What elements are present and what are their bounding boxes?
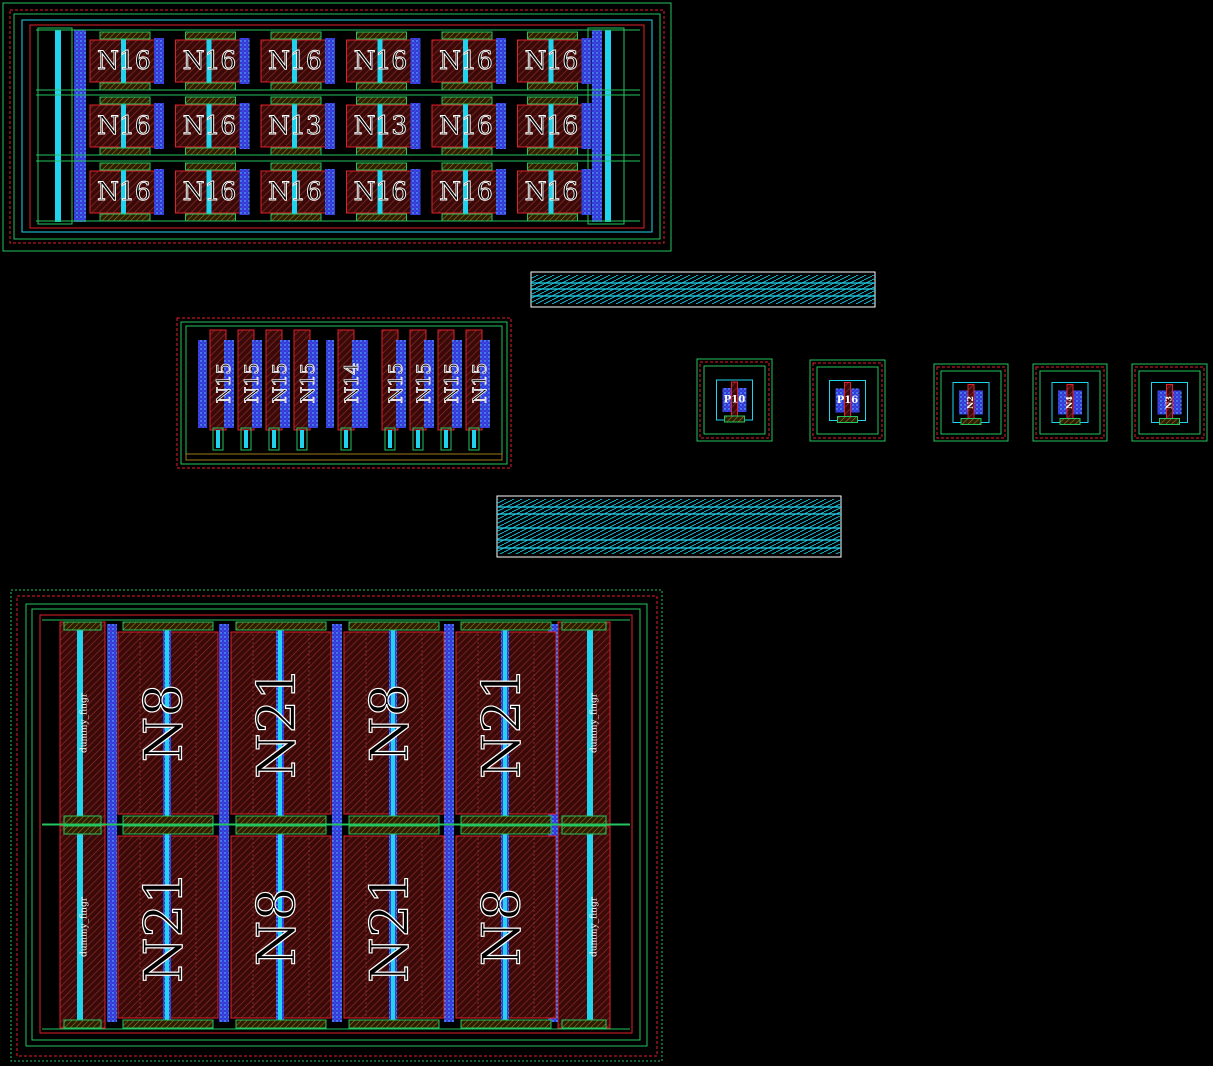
top-device-label: N16 [268, 177, 322, 206]
middle-device-label: N15 [385, 363, 407, 404]
small-cell-label: N4 [1064, 396, 1074, 409]
middle-device-label: N14 [341, 363, 363, 404]
dummy-finger-label: dummy_fingr [590, 896, 600, 957]
dummy-finger-label: dummy_fingr [80, 896, 90, 957]
middle-device-row: N15 N15 N15 N15 N14 N15 N15 N15 N15 [176, 317, 512, 469]
middle-device-label: N15 [269, 363, 291, 404]
small-cell-label: P10 [724, 395, 745, 406]
top-device-label: N13 [354, 111, 408, 140]
middle-device-label: N15 [469, 363, 491, 404]
bottom-device-label: N8 [473, 888, 533, 967]
top-device-label: N16 [183, 46, 237, 75]
top-device-label: N16 [439, 111, 493, 140]
top-device-label: N16 [354, 46, 408, 75]
top-device-label: N16 [97, 111, 151, 140]
bottom-device-label: N8 [135, 684, 195, 763]
top-device-label: N16 [439, 177, 493, 206]
middle-device-label: N15 [213, 363, 235, 404]
top-device-label: N13 [268, 111, 322, 140]
middle-device-label: N15 [441, 363, 463, 404]
top-device-label: N16 [439, 46, 493, 75]
bottom-device-label: N21 [473, 667, 533, 779]
small-cell-label: N2 [965, 396, 975, 409]
metal-route-bar-1 [530, 271, 876, 308]
bottom-device-label: N8 [248, 888, 308, 967]
top-device-label: N16 [183, 177, 237, 206]
bottom-device-label: N21 [361, 871, 421, 983]
bottom-device-label: N8 [361, 684, 421, 763]
middle-device-label: N15 [241, 363, 263, 404]
bottom-device-label: N21 [248, 667, 308, 779]
metal-route-bar-2 [496, 495, 842, 558]
dummy-finger-label: dummy_fingr [590, 692, 600, 753]
small-cell-label: N3 [1164, 396, 1174, 409]
top-device-label: N16 [525, 111, 579, 140]
small-cells-group: P10 P16 N2 N4 N3 [696, 358, 1208, 442]
top-device-label: N16 [97, 177, 151, 206]
bottom-device-label: N21 [135, 871, 195, 983]
dummy-finger-label: dummy_fingr [80, 692, 90, 753]
top-device-label: N16 [183, 111, 237, 140]
small-cell-label: P16 [837, 395, 858, 406]
top-device-label: N16 [525, 177, 579, 206]
top-device-label: N16 [97, 46, 151, 75]
top-device-label: N16 [525, 46, 579, 75]
middle-device-label: N15 [297, 363, 319, 404]
top-device-label: N16 [268, 46, 322, 75]
top-device-label: N16 [354, 177, 408, 206]
top-array-outline [2, 2, 672, 252]
middle-device-label: N15 [413, 363, 435, 404]
bottom-device-array: dummy_fingr dummy_fingr dummy_fingr dummy_f… [10, 589, 663, 1062]
